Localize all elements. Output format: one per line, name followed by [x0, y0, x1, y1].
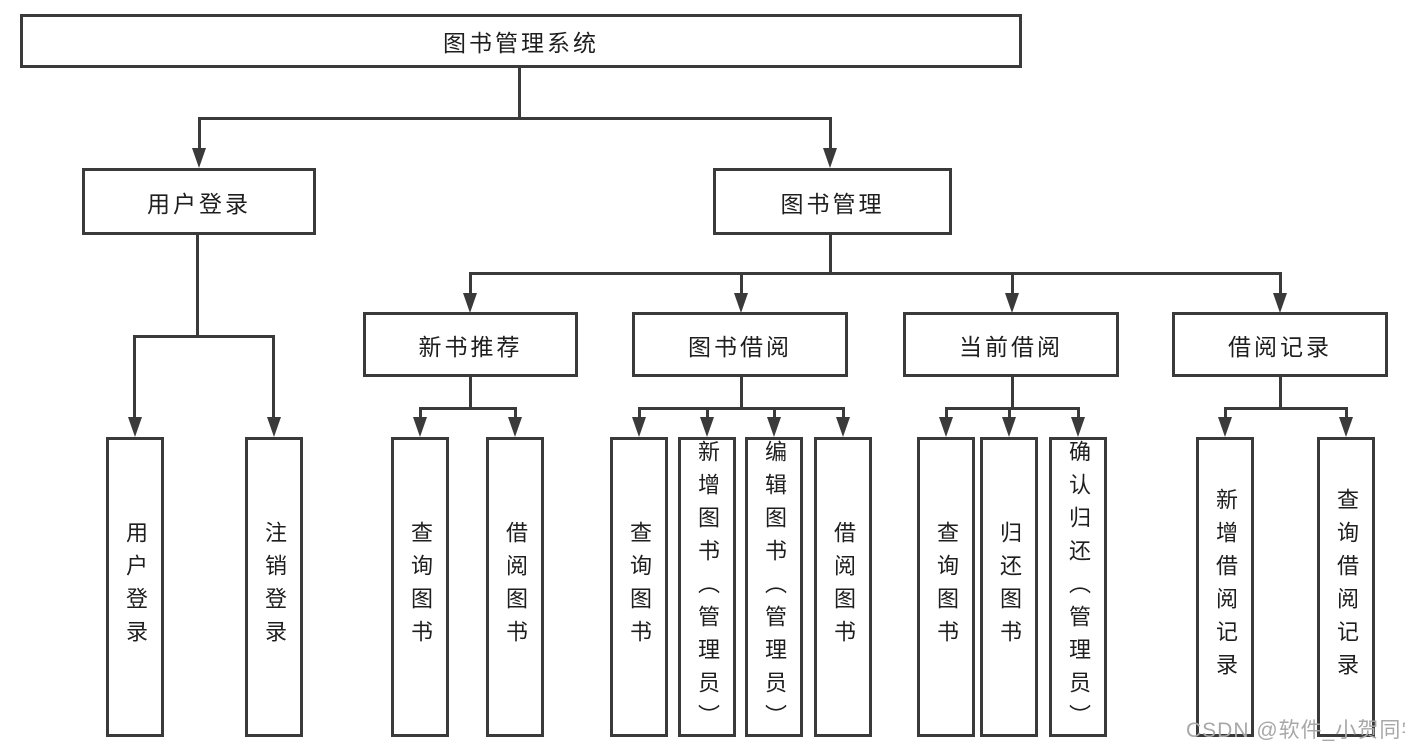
arrow-leaf-2 [267, 417, 281, 437]
connector-login-drop-2 [272, 335, 275, 419]
connector-records-drop-1 [1224, 407, 1227, 419]
connector-recommend-bus [419, 407, 517, 410]
leaf-add-borrow-record: 新增借阅记录 [1196, 437, 1254, 737]
connector-login-drop-1 [133, 335, 136, 419]
node-borrow-records: 借阅记录 [1172, 312, 1388, 377]
node-new-book-recommend: 新书推荐 [363, 312, 578, 377]
connector-current-drop-1 [945, 407, 948, 419]
node-library-system: 图书管理系统 [20, 14, 1022, 68]
arrow-leaf-7 [767, 417, 781, 437]
connector-mgmt-drop-2 [740, 272, 743, 295]
leaf-query-books-recommend: 查询图书 [391, 437, 449, 737]
connector-recommend-stem [469, 375, 472, 407]
connector-borrow-drop-2 [706, 407, 709, 419]
connector-mgmt-bus [469, 272, 1282, 275]
leaf-confirm-return-admin: 确认归还（管理员） [1049, 437, 1107, 737]
connector-recommend-drop-1 [419, 407, 422, 419]
connector-login-stem [196, 234, 199, 335]
connector-recommend-drop-2 [514, 407, 517, 419]
arrow-leaf-13 [1339, 417, 1353, 437]
arrow-to-recommend [463, 293, 477, 313]
leaf-borrow-books-recommend: 借阅图书 [486, 437, 544, 737]
leaf-edit-books-admin: 编辑图书（管理员） [745, 437, 803, 737]
leaf-borrow-books: 借阅图书 [814, 437, 872, 737]
arrow-leaf-11 [1071, 417, 1085, 437]
connector-to-user-login [198, 117, 201, 150]
arrow-to-user-login [192, 148, 206, 168]
connector-borrow-drop-3 [773, 407, 776, 419]
connector-level1-bus [198, 117, 832, 120]
connector-login-bus [134, 335, 275, 338]
connector-borrow-drop-4 [842, 407, 845, 419]
leaf-return-books: 归还图书 [980, 437, 1038, 737]
arrow-to-records [1273, 293, 1287, 313]
connector-borrow-bus [638, 407, 845, 410]
arrow-to-current [1005, 293, 1019, 313]
connector-borrow-stem [740, 375, 743, 407]
connector-current-drop-3 [1077, 407, 1080, 419]
connector-current-bus [945, 407, 1080, 410]
node-book-borrow: 图书借阅 [632, 312, 848, 377]
connector-records-bus [1224, 407, 1348, 410]
arrow-leaf-12 [1218, 417, 1232, 437]
csdn-watermark: CSDN @软件_小贺同学 [1186, 719, 1405, 742]
node-current-borrow: 当前借阅 [903, 312, 1119, 377]
connector-current-drop-2 [1008, 407, 1011, 419]
leaf-add-books-admin: 新增图书（管理员） [678, 437, 736, 737]
arrow-leaf-5 [632, 417, 646, 437]
arrow-leaf-9 [939, 417, 953, 437]
connector-records-drop-2 [1345, 407, 1348, 419]
arrow-to-book-mgmt [823, 148, 837, 168]
arrow-leaf-1 [128, 417, 142, 437]
leaf-query-books-current: 查询图书 [917, 437, 975, 737]
connector-mgmt-drop-1 [469, 272, 472, 295]
node-user-login: 用户登录 [82, 168, 316, 235]
arrow-leaf-3 [413, 417, 427, 437]
node-book-management: 图书管理 [713, 168, 952, 235]
connector-root-stem [518, 68, 521, 118]
connector-mgmt-drop-3 [1011, 272, 1014, 295]
connector-records-stem [1279, 375, 1282, 407]
arrow-to-borrow [734, 293, 748, 313]
arrow-leaf-6 [700, 417, 714, 437]
connector-mgmt-stem [829, 234, 832, 272]
connector-mgmt-drop-4 [1279, 272, 1282, 295]
arrow-leaf-10 [1002, 417, 1016, 437]
arrow-leaf-8 [836, 417, 850, 437]
leaf-user-login: 用户登录 [106, 437, 164, 737]
leaf-query-books-borrow: 查询图书 [610, 437, 668, 737]
arrow-leaf-4 [508, 417, 522, 437]
leaf-logout: 注销登录 [245, 437, 303, 737]
connector-current-stem [1011, 375, 1014, 407]
connector-to-book-mgmt [829, 117, 832, 150]
leaf-query-borrow-record: 查询借阅记录 [1317, 437, 1375, 737]
connector-borrow-drop-1 [638, 407, 641, 419]
